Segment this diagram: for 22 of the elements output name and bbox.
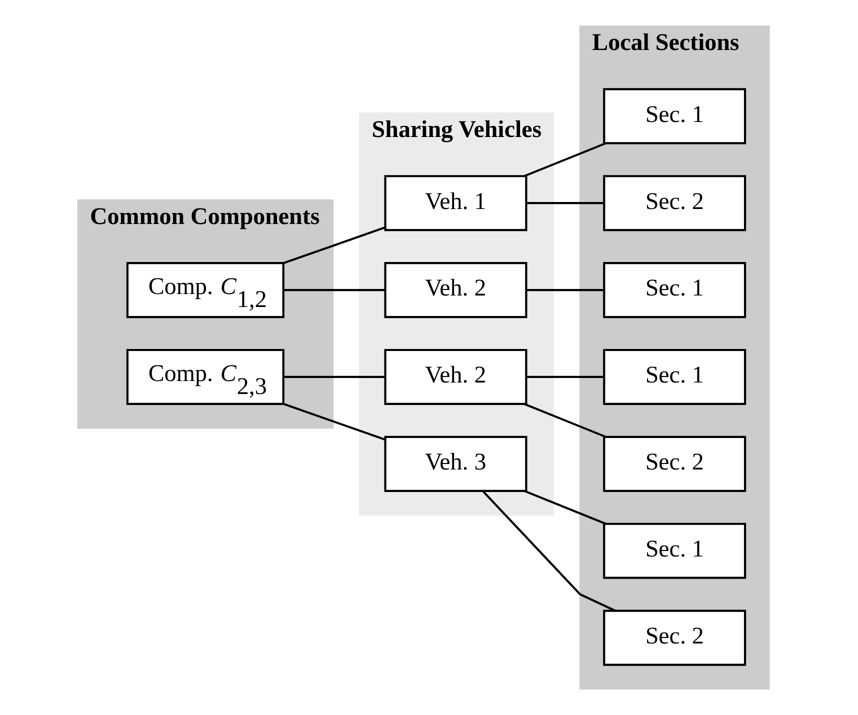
connector: [523, 142, 606, 178]
connector: [283, 376, 384, 378]
node-box: Sec. 2: [602, 175, 746, 232]
node-box: Sec. 1: [602, 522, 746, 579]
node-box: Sec. 1: [602, 348, 746, 406]
connector: [481, 490, 616, 612]
node-box: Sec. 1: [602, 262, 746, 318]
node-box: Sec. 2: [602, 610, 746, 666]
connector: [283, 289, 384, 292]
connector: [282, 403, 385, 441]
connector: [526, 289, 604, 292]
node-box: Veh. 2: [384, 262, 527, 318]
connector: [526, 202, 604, 204]
node-box: Veh. 2: [384, 348, 527, 406]
connector: [526, 376, 604, 378]
connector: [523, 490, 606, 525]
connector: [523, 403, 606, 438]
node-box: Veh. 3: [384, 436, 527, 492]
node-box: Sec. 1: [602, 88, 746, 144]
node-box: Sec. 2: [602, 436, 746, 492]
connector: [282, 226, 385, 264]
node-box: Veh. 1: [384, 175, 527, 232]
